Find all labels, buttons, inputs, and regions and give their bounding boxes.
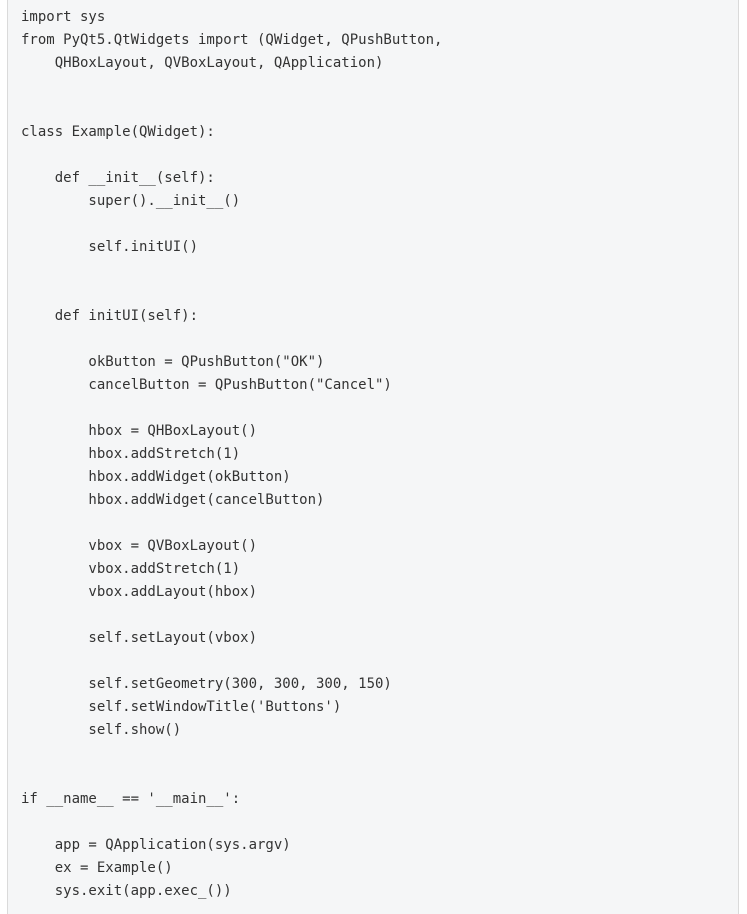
code-line	[21, 259, 738, 282]
code-line: self.setWindowTitle('Buttons')	[21, 699, 342, 715]
code-line: self.setGeometry(300, 300, 300, 150)	[21, 676, 392, 692]
code-line: vbox.addStretch(1)	[21, 561, 241, 577]
code-line	[21, 765, 738, 788]
code-line: hbox.addWidget(cancelButton)	[21, 492, 325, 508]
code-line	[21, 328, 738, 351]
code-line: okButton = QPushButton("OK")	[21, 354, 325, 370]
code-line: self.setLayout(vbox)	[21, 630, 258, 646]
code-line: vbox.addLayout(hbox)	[21, 584, 258, 600]
code-line	[21, 512, 738, 535]
code-line	[21, 213, 738, 236]
code-line: hbox = QHBoxLayout()	[21, 423, 258, 439]
code-line: sys.exit(app.exec_())	[21, 883, 232, 899]
code-line: app = QApplication(sys.argv)	[21, 837, 291, 853]
code-line: super().__init__()	[21, 193, 241, 209]
code-line: self.show()	[21, 722, 182, 738]
code-line	[21, 75, 738, 98]
code-line: vbox = QVBoxLayout()	[21, 538, 258, 554]
code-block: import sys from PyQt5.QtWidgets import (…	[7, 0, 739, 914]
code-line: def __init__(self):	[21, 170, 215, 186]
code-line	[21, 144, 738, 167]
code-line: if __name__ == '__main__':	[21, 791, 241, 807]
code-line	[21, 650, 738, 673]
code-line: def initUI(self):	[21, 308, 199, 324]
code-line	[21, 282, 738, 305]
code-line: hbox.addStretch(1)	[21, 446, 241, 462]
code-line	[21, 811, 738, 834]
code-line: cancelButton = QPushButton("Cancel")	[21, 377, 392, 393]
code-line	[21, 604, 738, 627]
code-line: from PyQt5.QtWidgets import (QWidget, QP…	[21, 32, 443, 48]
code-line: import sys	[21, 9, 106, 25]
code-line: hbox.addWidget(okButton)	[21, 469, 291, 485]
code-line: QHBoxLayout, QVBoxLayout, QApplication)	[21, 55, 384, 71]
code-line	[21, 742, 738, 765]
code-line: class Example(QWidget):	[21, 124, 215, 140]
code-line	[21, 397, 738, 420]
code-line: self.initUI()	[21, 239, 199, 255]
code-line	[21, 98, 738, 121]
code-line: ex = Example()	[21, 860, 173, 876]
